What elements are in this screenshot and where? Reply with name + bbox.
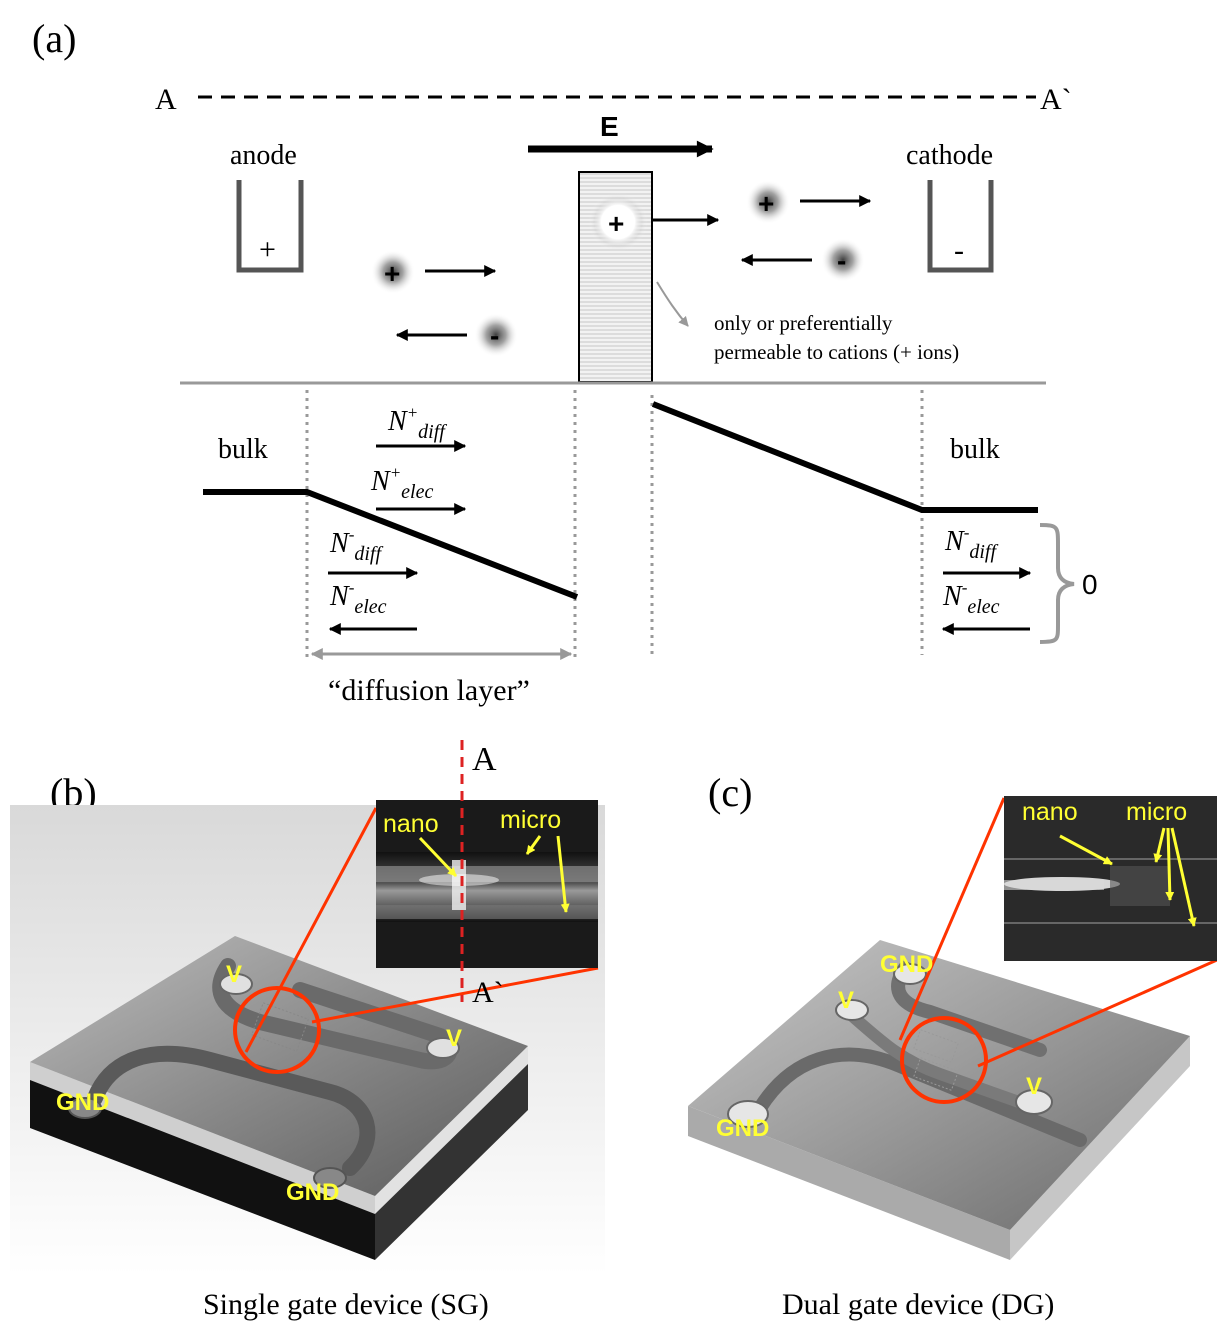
chip-c-nanochannels-2 [913,1057,959,1091]
chip-c-reservoir-v1 [835,999,869,1021]
cation-right: + [758,188,774,219]
cathode-label: cathode [906,140,993,171]
inset-c-nano-pointer [1059,834,1113,866]
cation-membrane: + [608,208,624,239]
cation-membrane-halo [594,198,642,246]
panel-b: (b) nano micro [10,740,605,1321]
chip-c-port-v2: V [1026,1073,1042,1100]
profile-left [203,489,579,600]
cation-right-glow [746,180,790,224]
anode-electrode [236,180,304,273]
flux-anion-diff-label-right: N-diff [944,523,998,563]
chip-b-port-gnd1: GND [56,1089,109,1116]
chip-c-reservoir-gnd1 [893,963,927,985]
panel-a-label: (a) [32,16,76,61]
anion-left: - [490,320,499,351]
sum-brace [1039,523,1075,644]
chip-c-left-side [688,1106,1010,1260]
profile-right [651,401,1038,513]
chip-c-right-side [1010,1036,1190,1260]
inset-c-nano-label: nano [1022,798,1078,826]
chip-b-reservoir-gnd2 [313,1167,347,1189]
cut-line-end-label: A` [472,976,504,1009]
zoom-line-c-2 [977,958,1217,1068]
zoom-circle-b [233,986,321,1074]
anode-sign: + [259,233,276,266]
chip-b-port-gnd2: GND [286,1179,339,1206]
inset-b-micro-pointer-1 [525,835,542,855]
inset-c [1004,796,1217,961]
chip-b-reservoir-v1 [219,973,253,995]
flux-anion-elec-label-right: N-elec [942,578,1000,618]
inset-c-micro-pointer-3 [1170,827,1197,927]
inset-c-micro-pointer-1 [1153,827,1166,863]
chip-b-port-v1: V [226,961,242,988]
anion-right-glow [821,238,865,282]
chip-b-channel-lower [87,1045,376,1176]
bulk-right-label: bulk [950,434,1000,465]
flux-cation-diff-label: N+diff [387,403,447,443]
sum-zero: 0 [1082,569,1098,600]
chip-c-port-gnd1: GND [880,951,933,978]
anion-left-glow [474,313,518,357]
panel-c-label: (c) [708,770,752,815]
zoom-circle-c [900,1016,988,1104]
zoom-line-b-1 [244,807,378,1053]
inset-c-micro-pointer-2 [1165,827,1175,901]
chip-b-reservoir-gnd1 [68,1097,102,1119]
line-label-start: A [155,83,177,116]
chip-b-reservoir-v2 [426,1037,460,1059]
flux-anion-elec-label: N-elec [329,578,387,618]
flux-cation-elec-label: N+elec [370,463,433,503]
chip-c-reservoir-gnd2 [727,1100,769,1128]
anion-right: - [837,245,846,276]
inset-b-micro-pointer-2 [556,835,570,913]
inset-b-micro-label: micro [500,806,561,834]
inset-c-micro-label: micro [1126,798,1187,826]
cathode-electrode [927,180,994,273]
cut-line-start-label: A [472,741,497,778]
membrane-note-pointer [656,281,689,327]
chip-c-port-v1: V [838,987,854,1014]
diffusion-layer-label: “diffusion layer” [328,674,530,707]
chip-c-reservoir-v2 [1015,1089,1053,1115]
chip-c-port-gnd2: GND [716,1115,769,1142]
bulk-left-label: bulk [218,434,268,465]
chip-b-port-v2: V [446,1025,462,1052]
chip-c-channel-inner [844,1008,1036,1112]
chip-b-right-side [375,1062,528,1260]
membrane-note-line-1: only or preferentially [714,311,893,335]
line-label-end: A` [1040,83,1072,116]
panel-b-caption: Single gate device (SG) [203,1288,489,1321]
panel-c: (c) nano micro [688,770,1217,1321]
inset-b-nano-pointer [418,836,458,878]
chip-b-left-side [30,1078,375,1260]
zoom-line-b-2 [311,966,599,1024]
zoom-line-c-1 [898,797,1006,1041]
cation-left-glow [371,250,415,294]
inset-b-nano-label: nano [383,810,439,838]
chip-b-cover-left [30,1062,375,1214]
chip-c-nanochannels-1 [913,1029,959,1063]
panel-a: (a) A A` E anode + cathode - + - + + [32,16,1098,707]
chip-c-channel-outer [753,1047,1087,1147]
membrane-note-line-2: permeable to cations (+ ions) [714,340,959,364]
cathode-sign: - [954,234,964,267]
cation-left: + [384,258,400,289]
anode-label: anode [230,140,297,171]
panel-c-caption: Dual gate device (DG) [782,1288,1054,1321]
flux-anion-diff-label: N-diff [329,525,383,565]
chip-b-top [30,936,528,1196]
chip-b-cover-right [375,1046,528,1214]
field-label: E [600,111,619,142]
